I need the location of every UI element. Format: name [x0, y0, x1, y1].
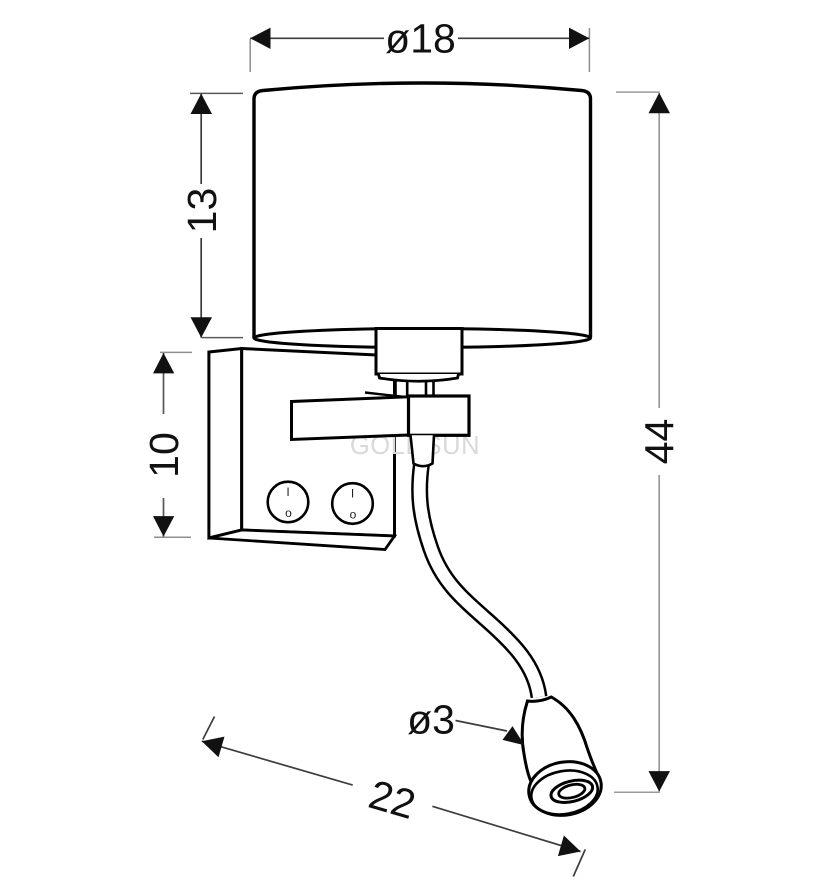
- dim-shade-height-label: 13: [179, 188, 225, 234]
- led-head-cone: [520, 695, 601, 784]
- led-head-rim-inner: [529, 769, 600, 816]
- gooseneck-tube-fill: [413, 463, 545, 699]
- extension-line: [202, 716, 216, 740]
- dim-total-height: 44: [614, 91, 683, 794]
- dim-shade-diameter: ø18: [249, 16, 591, 72]
- switch-left-off-mark: o: [285, 506, 292, 520]
- led-lens: [557, 782, 587, 800]
- lamp-holder-cup: [377, 373, 460, 383]
- arrowhead-up: [648, 92, 670, 114]
- switch-right-off-mark: o: [350, 508, 357, 522]
- dim-shade-diameter-label: ø18: [385, 16, 456, 62]
- gooseneck-taper: [409, 435, 436, 468]
- arrowhead-down: [648, 771, 670, 792]
- lamp-drawing: [252, 81, 603, 817]
- wall-plate-bottom-face: [208, 528, 398, 551]
- dim-led-diameter: ø3: [407, 697, 525, 746]
- dim-bracket-height-label: 10: [141, 432, 187, 478]
- dim-shade-height: 13: [179, 92, 243, 339]
- arrowhead-down: [153, 516, 175, 537]
- switch-right-body: [330, 481, 375, 526]
- arrowhead-right: [557, 835, 581, 857]
- lampshade: [252, 81, 593, 339]
- leader-line: [455, 719, 508, 732]
- switch-left-on-mark: I: [286, 485, 289, 499]
- gooseneck-tube: [411, 462, 548, 699]
- dim-bracket-height: 10: [141, 351, 192, 538]
- lamp-holder: [374, 327, 464, 376]
- wall-plate-side-face: [207, 346, 244, 540]
- extension-line: [572, 849, 586, 877]
- arrowhead-right: [569, 27, 590, 49]
- switch-left: I o: [266, 480, 310, 524]
- arrowhead-left: [201, 736, 225, 758]
- dim-led-diameter-label: ø3: [407, 697, 455, 743]
- mounting-arm: [290, 395, 410, 442]
- switch-right: I o: [330, 481, 375, 526]
- dim-reach-label: 22: [364, 771, 421, 828]
- arrowhead-up: [153, 353, 175, 374]
- arrowhead-left: [250, 27, 271, 49]
- arm-clamp: [406, 394, 471, 437]
- switch-right-on-mark: I: [351, 487, 354, 501]
- led-head: [520, 695, 603, 817]
- arrowhead-up: [190, 93, 212, 114]
- arrowhead: [502, 726, 525, 746]
- wall-bracket-layer: I o I o: [207, 346, 398, 551]
- arrowhead-down: [190, 317, 212, 338]
- switch-left-body: [266, 480, 310, 524]
- dimension-line: [432, 805, 581, 853]
- dimension-line: [201, 740, 353, 786]
- dim-total-height-label: 44: [637, 419, 683, 465]
